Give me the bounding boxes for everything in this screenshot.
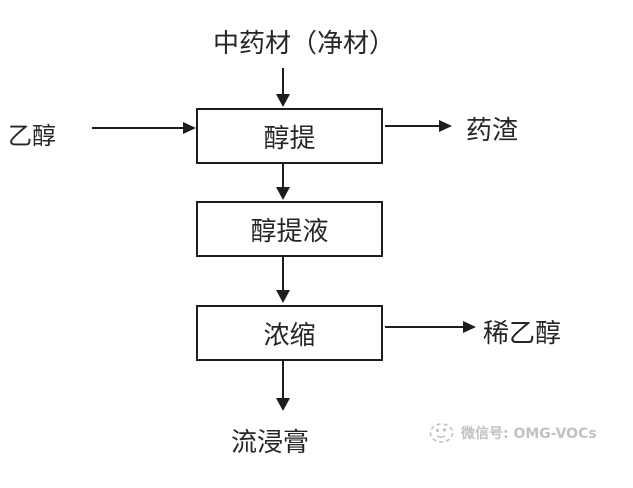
arrow-right-head-icon bbox=[463, 320, 476, 333]
arrow-extract-liquid-to-concentration bbox=[276, 257, 290, 303]
arrow-down-head-icon bbox=[276, 94, 290, 107]
arrow-down-head-icon bbox=[276, 187, 290, 200]
arrow-shaft bbox=[282, 361, 284, 398]
concentration-box: 浓缩 bbox=[196, 305, 383, 361]
wechat-account-logo-icon bbox=[428, 420, 455, 445]
arrow-extraction-to-extract-liquid bbox=[276, 164, 290, 200]
watermark-label: 微信号: OMG-VOCs bbox=[461, 425, 597, 442]
ethanol-input-label: 乙醇 bbox=[8, 122, 56, 150]
watermark: 微信号: OMG-VOCs bbox=[428, 420, 597, 445]
concentration-box-label: 浓缩 bbox=[263, 320, 316, 351]
arrow-concentration-to-dilute-ethanol bbox=[385, 320, 476, 333]
arrow-material-to-extraction bbox=[276, 68, 290, 107]
arrow-down-head-icon bbox=[276, 398, 290, 411]
alcohol-extraction-box-label: 醇提 bbox=[263, 123, 316, 154]
arrow-right-head-icon bbox=[439, 119, 452, 132]
fluid-extract-output-label: 流浸膏 bbox=[231, 428, 310, 458]
arrow-shaft bbox=[385, 325, 463, 328]
arrow-extraction-to-residue bbox=[385, 119, 452, 132]
arrow-shaft bbox=[385, 124, 439, 127]
residue-output-label: 药渣 bbox=[466, 116, 519, 146]
dilute-ethanol-output-label: 稀乙醇 bbox=[483, 319, 562, 349]
diagram-title: 中药材（净材） bbox=[213, 29, 396, 59]
arrow-down-head-icon bbox=[276, 290, 290, 303]
arrow-right-head-icon bbox=[183, 121, 196, 134]
arrow-shaft bbox=[282, 257, 284, 290]
arrow-shaft bbox=[92, 126, 183, 129]
alcohol-extraction-box: 醇提 bbox=[196, 108, 383, 164]
alcohol-extract-liquid-box-label: 醇提液 bbox=[250, 216, 329, 247]
alcohol-extract-liquid-box: 醇提液 bbox=[196, 201, 383, 257]
arrow-shaft bbox=[282, 164, 284, 187]
arrow-concentration-to-fluid-extract bbox=[276, 361, 290, 411]
arrow-shaft bbox=[282, 68, 284, 94]
arrow-ethanol-to-extraction bbox=[92, 121, 196, 134]
